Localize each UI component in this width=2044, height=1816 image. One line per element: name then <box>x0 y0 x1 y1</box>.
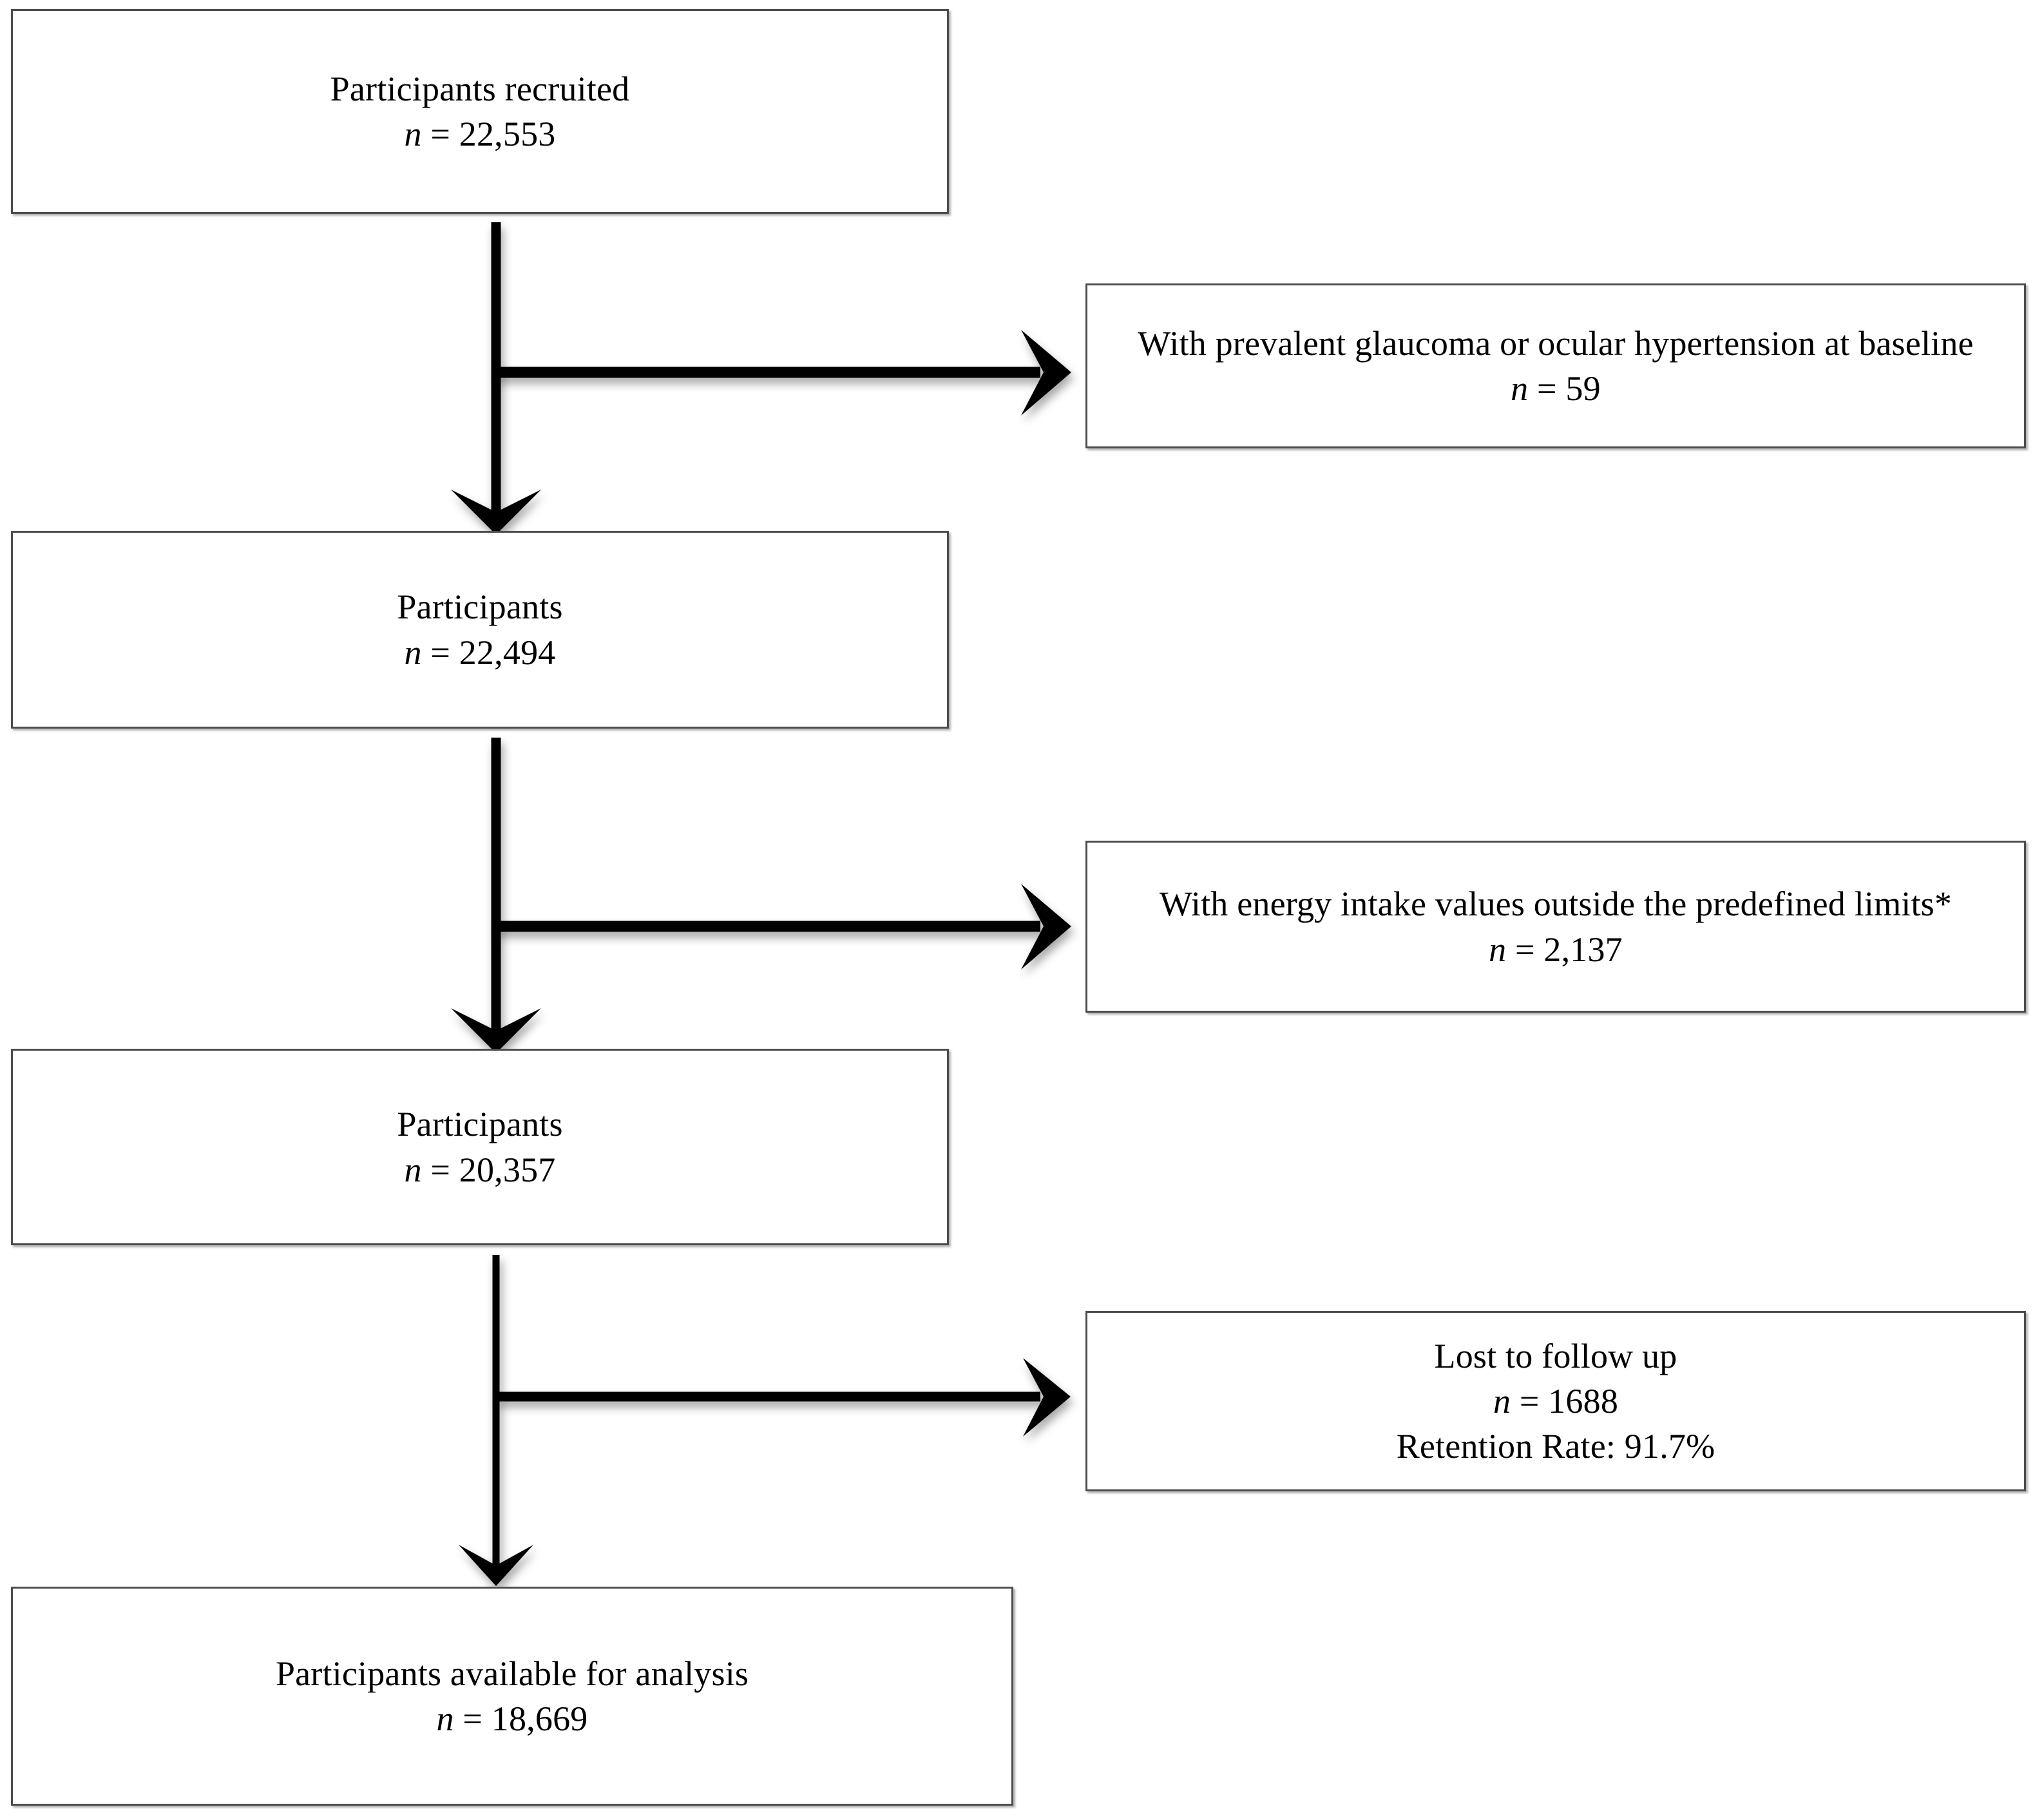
arrow-branch-energy <box>496 884 1071 970</box>
node-label: Participants available for analysis <box>275 1654 749 1693</box>
node-count: n = 22,553 <box>404 115 556 153</box>
node-label: Participants recruited <box>330 69 630 108</box>
node-participants-available-for-analysis: Participants available for analysis n = … <box>11 1587 1013 1806</box>
node-count: n = 59 <box>1511 369 1601 408</box>
node-label: Participants <box>397 588 563 627</box>
node-exclusion-glaucoma: With prevalent glaucoma or ocular hypert… <box>1085 283 2026 448</box>
node-count: n = 18,669 <box>436 1699 588 1738</box>
node-label: Participants <box>397 1105 563 1144</box>
node-count: n = 2,137 <box>1489 930 1623 969</box>
node-participants-after-energy: Participants n = 20,357 <box>11 1049 949 1245</box>
node-participants-after-glaucoma: Participants n = 22,494 <box>11 531 949 729</box>
node-exclusion-energy-intake: With energy intake values outside the pr… <box>1085 841 2026 1013</box>
node-exclusion-lost-to-follow-up: Lost to follow up n = 1688 Retention Rat… <box>1085 1311 2026 1491</box>
node-retention-rate: Retention Rate: 91.7% <box>1396 1427 1715 1466</box>
node-label: With energy intake values outside the pr… <box>1159 884 1953 924</box>
arrow-branch-lost <box>496 1358 1071 1437</box>
arrow-branch-glaucoma <box>496 330 1071 416</box>
arrow-recruited-to-participants <box>451 222 541 535</box>
node-participants-recruited: Participants recruited n = 22,553 <box>11 9 949 214</box>
node-count: n = 20,357 <box>404 1150 556 1189</box>
arrow-participants-to-participants2 <box>451 738 541 1053</box>
node-count: n = 22,494 <box>404 633 556 672</box>
arrow-participants2-to-analysis <box>459 1255 533 1586</box>
node-count: n = 1688 <box>1493 1381 1619 1420</box>
node-label: With prevalent glaucoma or ocular hypert… <box>1138 323 1974 363</box>
node-label: Lost to follow up <box>1434 1336 1677 1375</box>
